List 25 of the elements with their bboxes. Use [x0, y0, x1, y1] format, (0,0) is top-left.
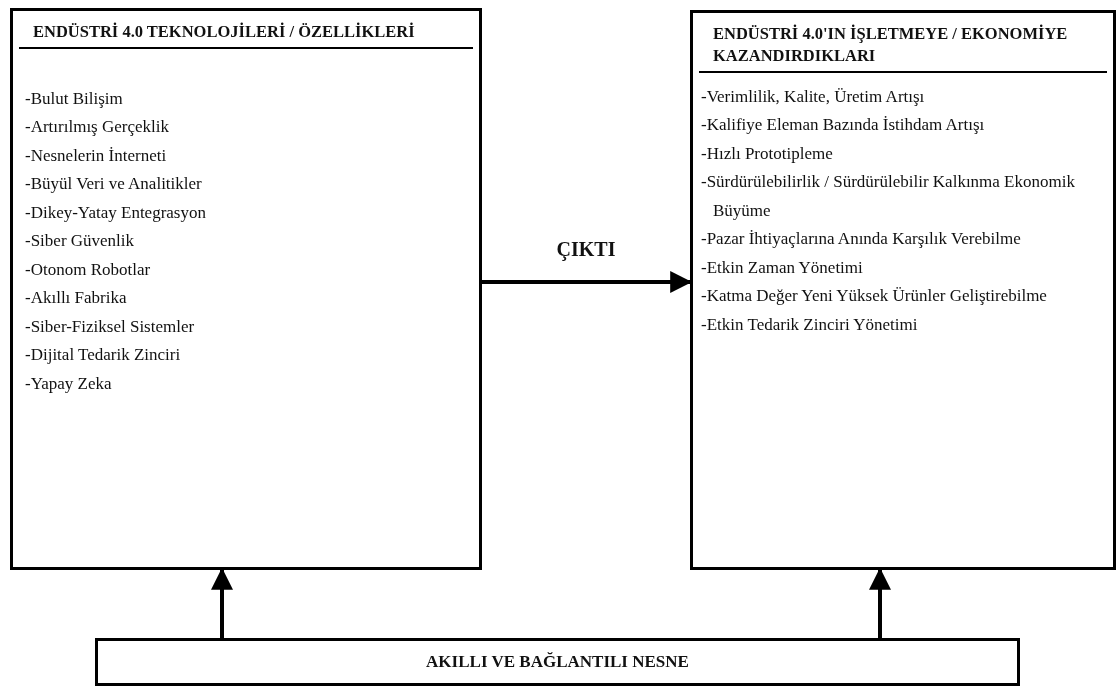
list-item: -Akıllı Fabrika [25, 287, 128, 309]
list-item: -Etkin Zaman Yönetimi [701, 256, 864, 279]
list-item: -Dijital Tedarik Zinciri [25, 344, 182, 366]
list-item: -Pazar İhtiyaçlarına Anında Karşılık Verebilme [701, 228, 1022, 250]
list-item: -Etkin Tedarik Zinciri Yönetimi [701, 313, 919, 336]
list-item: -Büyül Veri ve Analitikler [25, 173, 203, 195]
box-heading: ENDÜSTRİ 4.0 TEKNOLOJİLERİ / ÖZELLİKLERİ [32, 21, 416, 43]
box-label: AKILLI VE BAĞLANTILI NESNE [426, 652, 689, 672]
list-item: -Artırılmış Gerçeklik [25, 116, 170, 138]
list-item: -Katma Değer Yeni Yüksek Ürünler Geliştirebilme [701, 285, 1048, 307]
box-heading: ENDÜSTRİ 4.0'IN İŞLETMEYE / EKONOMİYE KAZANDIRDIKLARI [712, 23, 1069, 67]
list-item: -Dikey-Yatay Entegrasyon [25, 201, 207, 224]
list-item: -Siber-Fiziksel Sistemler [25, 315, 196, 338]
list-item: -Hızlı Prototipleme [701, 142, 834, 165]
list-item: -Sürdürülebilirlik / Sürdürülebilir Kalkınma Ekonomik Büyüme [701, 171, 1076, 222]
list-item: -Verimlilik, Kalite, Üretim Artışı [701, 85, 926, 108]
list-box [10, 8, 482, 570]
list-item: -Siber Güvenlik [25, 230, 136, 252]
list-item: -Yapay Zeka [25, 372, 113, 395]
list-item: -Nesnelerin İnterneti [25, 144, 168, 167]
list-box [690, 10, 1116, 570]
list-item: -Bulut Bilişim [25, 87, 124, 110]
list-item: -Kalifiye Eleman Bazında İstihdam Artışı [701, 114, 986, 136]
list-item: -Otonom Robotlar [25, 258, 152, 281]
process-box [95, 638, 1020, 686]
